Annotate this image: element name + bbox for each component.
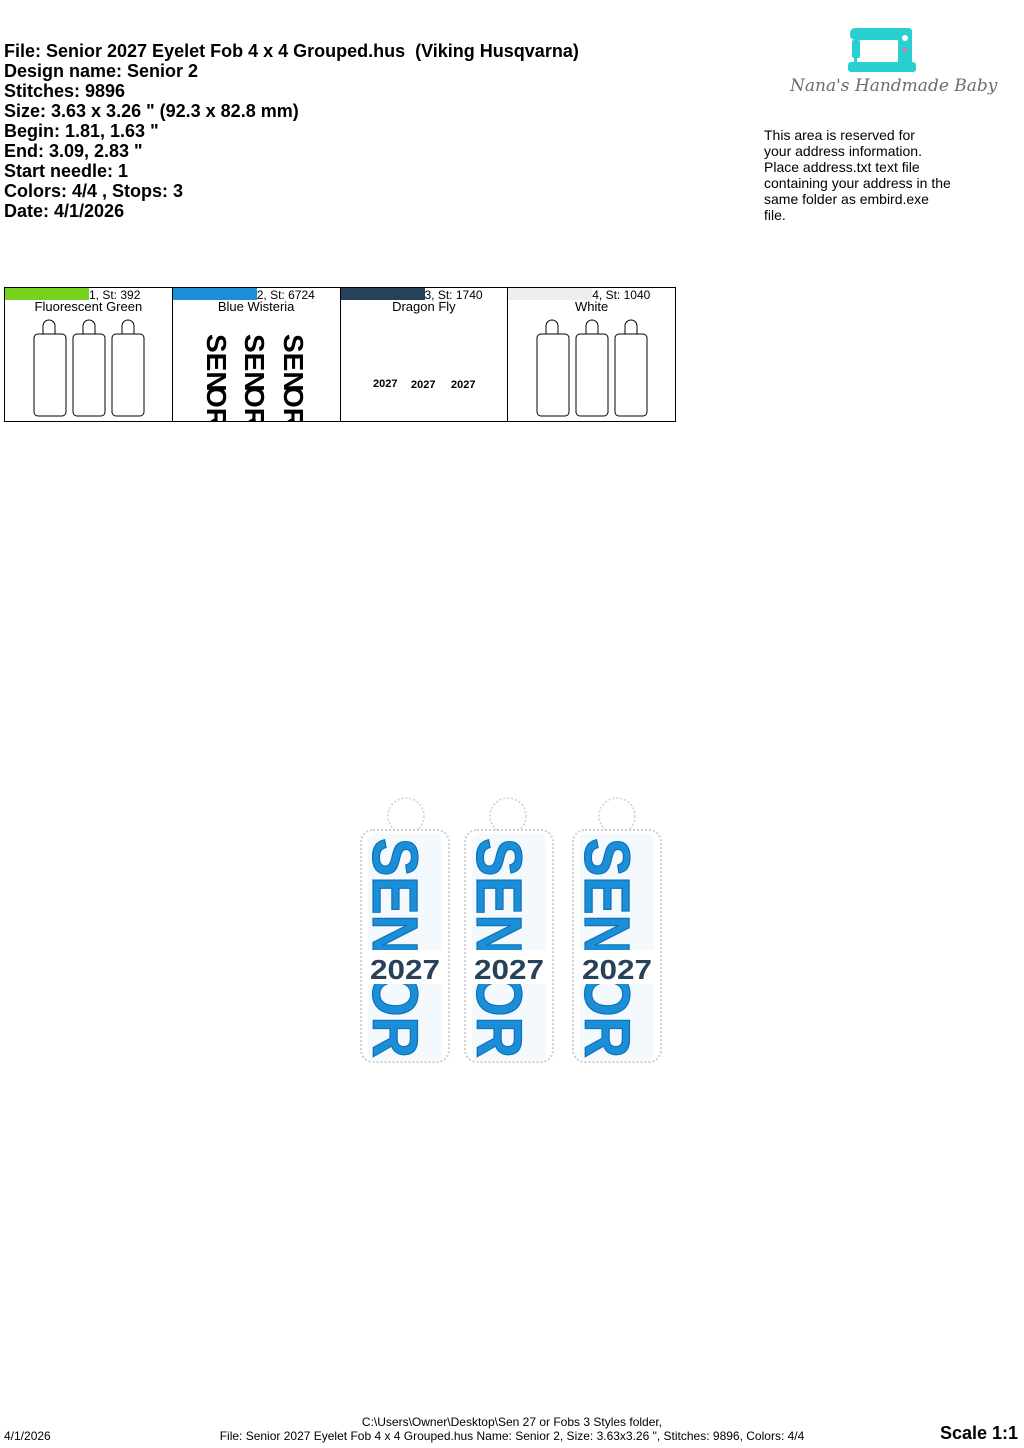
brand-logo: Nana's Handmade Baby	[790, 24, 998, 104]
file-line: File: Senior 2027 Eyelet Fob 4 x 4 Group…	[4, 41, 579, 61]
fob-3: SENIOR 2027	[570, 797, 662, 1063]
size-line: Size: 3.63 x 3.26 " (92.3 x 82.8 mm)	[4, 101, 299, 121]
color-bar	[5, 288, 89, 300]
start-needle-line: Start needle: 1	[4, 161, 129, 181]
swatch-color-name: Fluorescent Green	[34, 299, 143, 314]
design-preview: SENIOR 2027 SENIOR 2027 SENIOR 2027	[358, 797, 662, 1063]
begin-line: Begin: 1.81, 1.63 "	[4, 121, 159, 141]
year-text: 2027	[411, 379, 435, 391]
fob-outline-preview	[33, 319, 145, 417]
design-name-line: Design name: Senior 2	[4, 61, 199, 81]
swatch-cell-1: 1, St: 392 Fluorescent Green	[5, 288, 173, 421]
swatch-stitch-count: 1, St: 392	[89, 288, 141, 302]
sen-text: SEN	[278, 334, 309, 392]
address-line: file.	[764, 207, 786, 223]
year-text: 2027	[474, 954, 544, 985]
swatch-color-name: Dragon Fly	[392, 299, 456, 314]
swatch-stitch-count: 2, St: 6724	[256, 288, 315, 302]
swatch-stitch-count: 4, St: 1040	[592, 288, 651, 302]
scale-label: Scale 1:1	[939, 1423, 1018, 1443]
swatch-cell-4: 4, St: 1040 White	[508, 288, 675, 421]
or-text: OR	[239, 386, 270, 421]
year-preview: 2027 2027 2027	[373, 378, 475, 391]
year-text: 2027	[582, 954, 652, 985]
or-text: OR	[201, 386, 232, 421]
address-line: This area is reserved for	[764, 127, 915, 143]
footer-file-info: File: Senior 2027 Eyelet Fob 4 x 4 Group…	[219, 1429, 805, 1443]
color-swatch-table: 1, St: 392 Fluorescent Green 2, St: 6724…	[4, 287, 676, 422]
swatch-cell-2: 2, St: 6724 Blue Wisteria SEN OR SEN OR …	[172, 288, 341, 421]
colors-line: Colors: 4/4 , Stops: 3	[4, 181, 184, 201]
senior-text: SENIOR	[463, 838, 535, 1058]
swatch-color-name: White	[575, 299, 609, 314]
swatch-cell-3: 3, St: 1740 Dragon Fly 2027 2027 2027	[340, 288, 509, 421]
year-text: 2027	[370, 954, 440, 985]
address-line: same folder as embird.exe	[764, 191, 929, 207]
swatch-color-name: Blue Wisteria	[217, 299, 295, 314]
color-bar	[340, 288, 425, 300]
date-line: Date: 4/1/2026	[4, 201, 125, 221]
sen-text: SEN	[201, 334, 232, 392]
address-block: This area is reserved for your address i…	[764, 127, 974, 223]
end-line: End: 3.09, 2.83 "	[4, 141, 143, 161]
footer-date: 4/1/2026	[4, 1429, 51, 1443]
or-text: OR	[278, 386, 309, 421]
fob-outline-preview	[536, 319, 648, 417]
fob-1: SENIOR 2027	[358, 797, 450, 1063]
address-line: Place address.txt text file	[764, 159, 920, 175]
swatch-stitch-count: 3, St: 1740	[424, 288, 483, 302]
sewing-machine-icon	[848, 28, 916, 72]
senior-text: SENIOR	[571, 838, 643, 1058]
fob-2: SENIOR 2027	[462, 797, 554, 1063]
design-info: File: Senior 2027 Eyelet Fob 4 x 4 Group…	[4, 41, 579, 221]
senior-text: SENIOR	[359, 838, 431, 1058]
footer-path: C:\Users\Owner\Desktop\Sen 27 or Fobs 3 …	[361, 1415, 663, 1429]
sen-or-preview: SEN OR SEN OR SEN OR	[201, 334, 309, 421]
year-text: 2027	[451, 379, 475, 391]
address-line: containing your address in the	[764, 175, 951, 191]
logo-text: Nana's Handmade Baby	[790, 76, 998, 96]
address-line: your address information.	[764, 143, 922, 159]
color-bar	[508, 288, 593, 300]
color-bar	[172, 288, 257, 300]
sen-text: SEN	[239, 334, 270, 392]
stitches-line: Stitches: 9896	[4, 81, 126, 101]
year-text: 2027	[373, 378, 397, 390]
